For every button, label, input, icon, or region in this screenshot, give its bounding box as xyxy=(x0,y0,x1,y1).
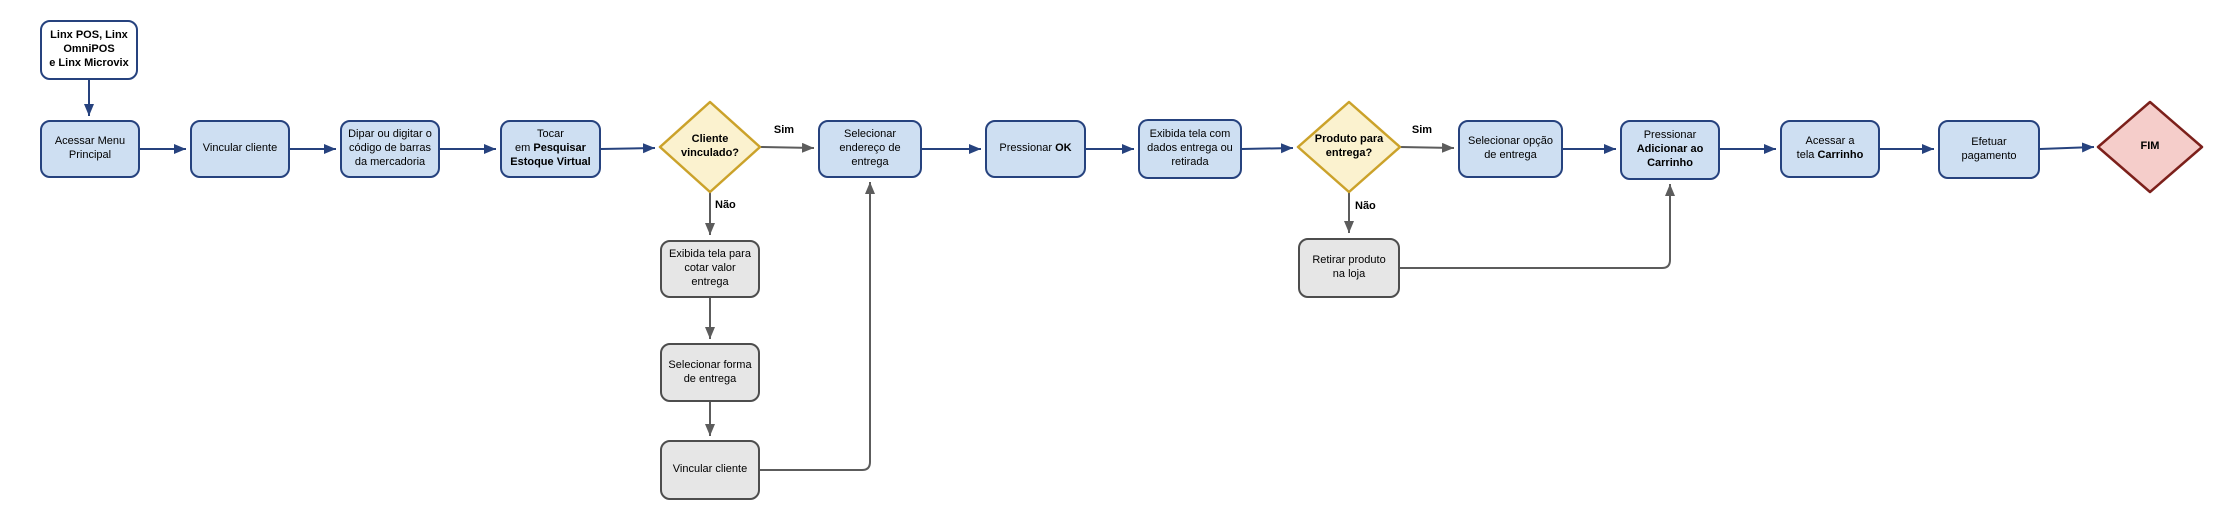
edge-vincular2-to-endereco xyxy=(760,182,875,471)
node-label: Vincular cliente xyxy=(202,142,278,155)
node-label: Vincular cliente xyxy=(672,463,748,476)
node-vincular-cliente: Vincular cliente xyxy=(190,120,290,178)
edge-retirar-to-adicionar xyxy=(1400,184,1675,269)
node-label: Selecionar opção de entrega xyxy=(1467,135,1553,161)
edge-label-sim-1: Sim xyxy=(773,124,795,136)
node-exibida-tela-cotar: Exibida tela para cotar valor entrega xyxy=(660,240,760,298)
node-label: Exibida tela com dados entrega ou retira… xyxy=(1147,128,1233,168)
edge-sim-cliente-vinculado xyxy=(759,142,815,153)
node-pressionar-adicionar-carrinho: Pressionar Adicionar ao Carrinho xyxy=(1620,120,1720,180)
edge-label-nao-2: Não xyxy=(1355,200,1376,212)
edge-sim-produto-entrega xyxy=(1399,142,1455,153)
decision-produto-entrega-shape xyxy=(1296,100,1402,194)
node-exibida-tela-dados: Exibida tela com dados entrega ou retira… xyxy=(1138,119,1242,179)
node-acessar-tela-carrinho: Acessar a tela Carrinho xyxy=(1780,120,1880,178)
node-label: Selecionar endereço de entrega xyxy=(839,128,901,168)
node-retirar-produto-loja: Retirar produto na loja xyxy=(1298,238,1400,298)
node-vincular-cliente-2: Vincular cliente xyxy=(660,440,760,500)
node-label: Selecionar forma de entrega xyxy=(668,358,752,385)
edge-label-sim-2: Sim xyxy=(1411,124,1433,136)
node-efetuar-pagamento: Efetuar pagamento xyxy=(1938,120,2040,179)
node-start-linx-pos: Linx POS, Linx OmniPOS e Linx Microvix xyxy=(40,20,138,80)
node-label: Pressionar OK xyxy=(999,142,1072,155)
edge-tocar-to-cliente-vinculado xyxy=(600,143,656,154)
node-label: Acessar Menu Principal xyxy=(54,135,126,161)
node-start-label: Linx POS, Linx OmniPOS e Linx Microvix xyxy=(49,29,129,69)
node-label: Tocar em Pesquisar Estoque Virtual xyxy=(510,128,591,168)
node-pressionar-ok: Pressionar OK xyxy=(985,120,1086,178)
node-label: Acessar a tela Carrinho xyxy=(1796,135,1864,161)
edge-pagamento-to-fim xyxy=(2039,142,2095,153)
node-acessar-menu-principal: Acessar Menu Principal xyxy=(40,120,140,178)
node-label: Efetuar pagamento xyxy=(1961,135,2017,162)
edge-label-nao-1: Não xyxy=(715,199,736,211)
terminal-fim-shape xyxy=(2096,100,2204,194)
node-label: Pressionar Adicionar ao Carrinho xyxy=(1636,129,1704,169)
node-selecionar-opcao-entrega: Selecionar opção de entrega xyxy=(1458,120,1563,178)
edge-exibida-to-produto-entrega xyxy=(1241,143,1294,154)
node-label: Retirar produto na loja xyxy=(1312,254,1386,280)
decision-cliente-vinculado-shape xyxy=(658,100,762,194)
node-dipar-codigo-barras: Dipar ou digitar o código de barras da m… xyxy=(340,120,440,178)
node-label: Dipar ou digitar o código de barras da m… xyxy=(348,128,432,168)
node-selecionar-endereco-entrega: Selecionar endereço de entrega xyxy=(818,120,922,178)
node-selecionar-forma-entrega: Selecionar forma de entrega xyxy=(660,343,760,402)
node-tocar-pesquisar-estoque: Tocar em Pesquisar Estoque Virtual xyxy=(500,120,601,178)
node-label: Exibida tela para cotar valor entrega xyxy=(669,248,751,288)
